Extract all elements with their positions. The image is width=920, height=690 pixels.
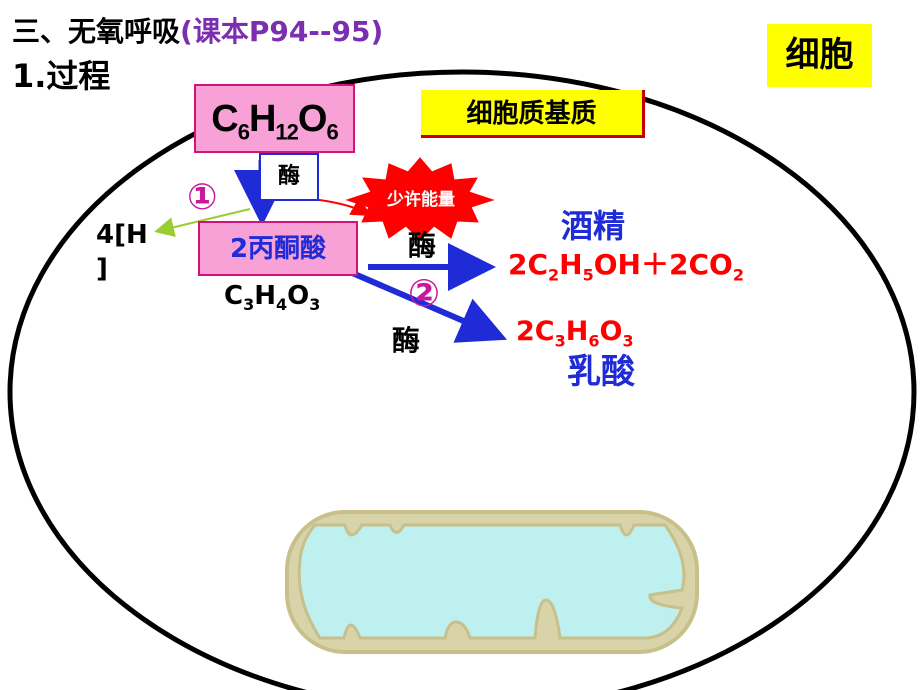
glucose-h: H	[248, 98, 276, 140]
section-heading: 1.过程	[12, 57, 111, 95]
energy-starburst	[345, 157, 495, 241]
lactic-product: 2C3H6O3	[516, 315, 634, 358]
pyruvate-box-text: 2丙酮酸	[229, 234, 327, 264]
enzyme-label-1: 酶	[277, 164, 300, 189]
lac-n3: 3	[622, 331, 634, 351]
cytoplasm-label-text: 细胞质基质	[466, 99, 597, 129]
pyr-o-sub: 3	[309, 295, 321, 315]
lactic-fermentation-arrow	[348, 269, 508, 343]
pyr-c-sub: 3	[243, 295, 255, 315]
alc-n1: 2	[548, 265, 560, 285]
alcohol-products: 2C2H5OH＋2CO2	[508, 247, 744, 294]
pyr-o: O	[287, 281, 310, 311]
alcohol-label: 酒精	[561, 207, 626, 245]
pyruvate-formula: C3H4O3	[224, 279, 320, 322]
lac-h: H	[565, 316, 589, 347]
alc-n3: 2	[732, 265, 744, 285]
alc-n2: 5	[582, 265, 594, 285]
cytoplasm-label: 细胞质基质	[421, 90, 645, 138]
energy-label: 少许能量	[387, 190, 455, 210]
hydrogen-release-arrow	[154, 208, 251, 238]
mitochondrion-shape	[285, 510, 699, 654]
alc-h: H	[559, 248, 583, 281]
pyr-c: C	[224, 281, 244, 311]
page-title: 三、无氧呼吸(课本P94--95)	[12, 16, 383, 48]
step2-marker: ②	[408, 271, 441, 315]
pyruvate-box: 2丙酮酸	[198, 221, 358, 276]
hydrogen-label: 4[H ]	[96, 218, 148, 286]
pyr-h-sub: 4	[276, 295, 288, 315]
enzyme-label-alcohol: 酶	[408, 229, 437, 262]
cell-label-text: 细胞	[785, 35, 854, 75]
title-main: 三、无氧呼吸	[12, 15, 181, 48]
alc-tail: OH＋2CO	[593, 248, 733, 281]
step1-marker: ①	[187, 177, 218, 218]
enzyme-box: 酶	[259, 153, 319, 201]
cell-label: 细胞	[767, 24, 872, 87]
lac-n1: 3	[554, 331, 566, 351]
hydrogen-line1: 4[H	[96, 220, 148, 250]
glucose-o-sub: 6	[326, 119, 338, 145]
glucose-h-sub: 12	[275, 119, 299, 145]
cell-membrane	[7, 69, 917, 690]
pyr-h: H	[254, 281, 276, 311]
lac-o: O	[599, 316, 623, 347]
glucose-box: C6H12O6	[194, 84, 355, 153]
title-ref: (课本P94--95)	[180, 15, 384, 48]
glucose-c: C	[211, 98, 238, 140]
glucose-o: O	[297, 98, 328, 140]
lac-n2: 6	[588, 331, 600, 351]
lac-coef: 2C	[516, 316, 555, 347]
alc-coef: 2C	[508, 248, 549, 281]
enzyme-label-lactic: 酶	[392, 324, 421, 357]
hydrogen-line2: ]	[96, 254, 108, 284]
glucose-c-sub: 6	[237, 119, 250, 145]
lactic-label: 乳酸	[567, 352, 635, 392]
